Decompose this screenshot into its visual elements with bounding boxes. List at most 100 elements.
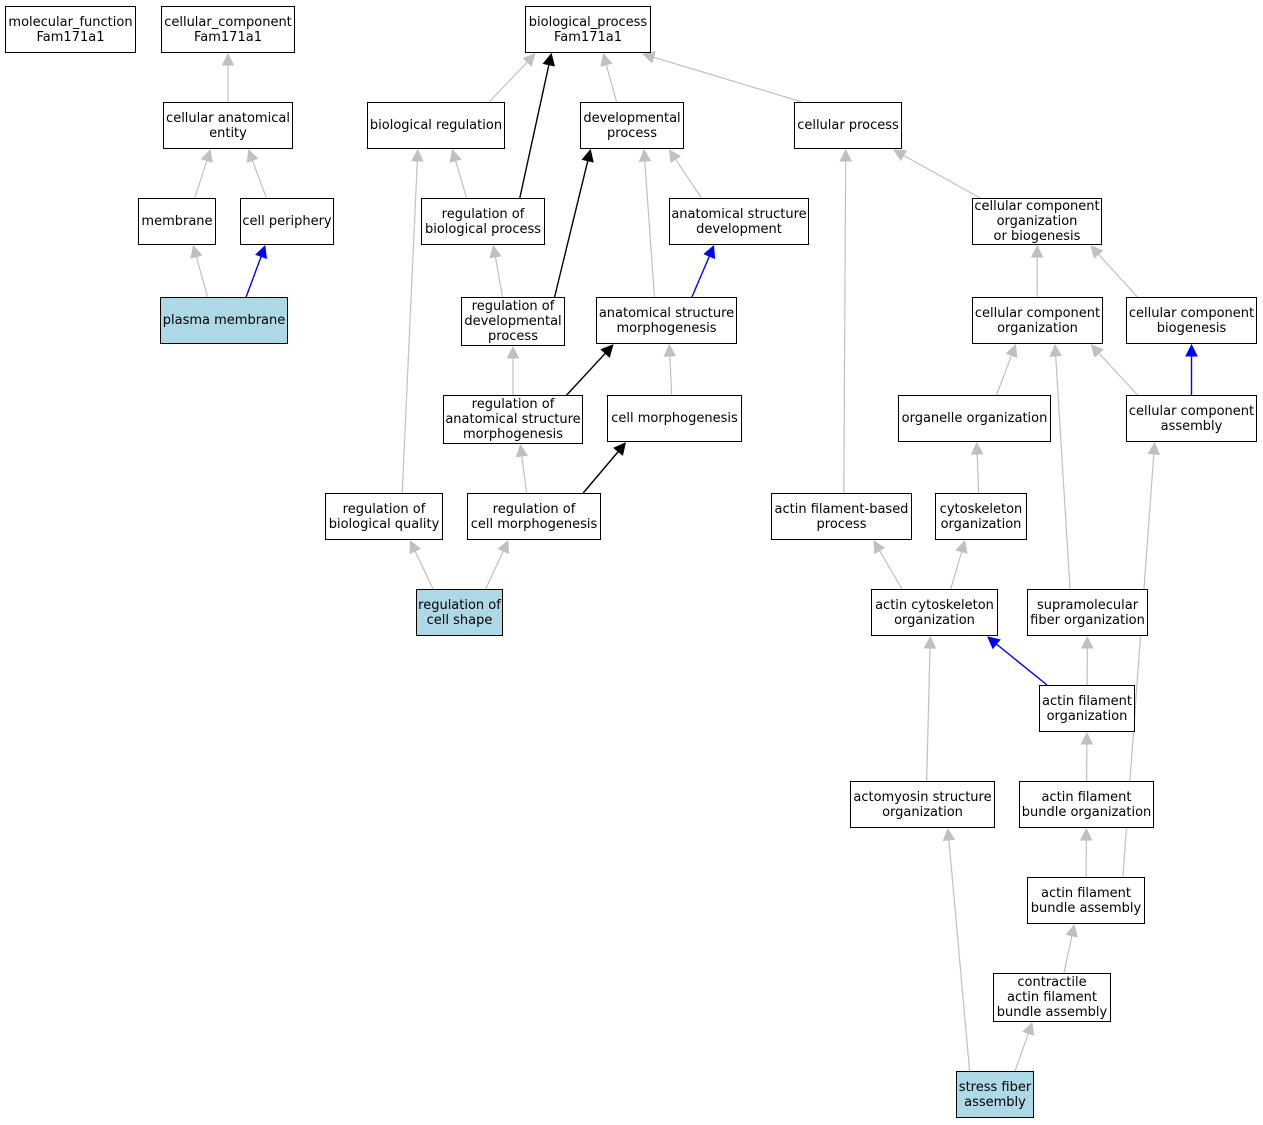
term-node-rcm[interactable]: regulation of cell morphogenesis — [467, 493, 601, 540]
edge-sfo-to-cco — [1055, 355, 1071, 590]
edge-mem-to-cae — [194, 160, 208, 199]
edge-rasm-to-asm — [566, 352, 606, 396]
arrowhead-dev-to-bp — [600, 52, 613, 67]
arrowhead-rbp-to-bp — [542, 52, 555, 67]
term-node-afo[interactable]: actin filament organization — [1039, 685, 1135, 732]
edge-rbp-to-breg — [454, 160, 468, 199]
edge-rbq-to-breg — [401, 160, 418, 494]
arrowhead-rbq-to-breg — [410, 148, 424, 162]
edge-cca-to-cco — [1098, 352, 1139, 396]
term-node-breg[interactable]: biological regulation — [367, 102, 505, 149]
arrowhead-cafba-to-afba — [1065, 923, 1078, 938]
term-node-sfo[interactable]: supramolecular fiber organization — [1027, 589, 1148, 636]
arrowhead-rdp-to-dev — [581, 148, 594, 163]
arrowhead-sfa-to-aso — [942, 827, 956, 841]
edge-aso-to-aco — [926, 647, 931, 782]
arrowhead-rcm-to-cm — [613, 442, 627, 456]
edge-rcs-to-rcm — [485, 550, 504, 590]
edge-dev-to-bp — [605, 64, 618, 103]
arrowhead-sfo-to-cco — [1049, 343, 1063, 357]
arrowhead-breg-to-bp — [522, 53, 536, 67]
term-node-oo[interactable]: organelle organization — [898, 395, 1051, 442]
arrowhead-rdp-to-rbp — [489, 244, 502, 259]
term-node-cco[interactable]: cellular component organization — [972, 297, 1103, 344]
edge-rcm-to-rasm — [521, 455, 528, 494]
term-node-sfa[interactable]: stress fiber assembly — [956, 1071, 1034, 1118]
edge-cproc-to-bp — [653, 56, 803, 103]
term-node-cper[interactable]: cell periphery — [240, 198, 334, 245]
term-node-afbp[interactable]: actin filament-based process — [771, 493, 912, 540]
arrowhead-rbp-to-breg — [449, 148, 462, 163]
edge-rbp-to-bp — [519, 64, 550, 199]
edge-aco-to-afbp — [878, 550, 903, 590]
arrowhead-sfa-to-cafba — [1022, 1021, 1035, 1036]
term-node-cc[interactable]: cellular_component Fam171a1 — [161, 6, 295, 53]
term-node-pm[interactable]: plasma membrane — [160, 297, 288, 344]
edge-sfa-to-cafba — [1014, 1033, 1029, 1072]
edge-cm-to-asm — [669, 355, 673, 396]
term-node-rasm[interactable]: regulation of anatomical structure morph… — [443, 395, 583, 444]
term-node-rbq[interactable]: regulation of biological quality — [325, 493, 443, 540]
term-node-rdp[interactable]: regulation of developmental process — [461, 297, 565, 346]
arrowhead-afbp-to-cproc — [839, 148, 853, 162]
edge-aco-to-co — [950, 551, 963, 590]
term-node-ccb[interactable]: cellular component biogenesis — [1126, 297, 1257, 344]
term-node-asd[interactable]: anatomical structure development — [669, 198, 809, 245]
arrowhead-cca-to-ccb — [1185, 343, 1198, 357]
term-node-mf[interactable]: molecular_function Fam171a1 — [5, 6, 136, 53]
arrowhead-oo-to-cco — [1005, 343, 1018, 358]
edge-cafba-to-afba — [1063, 935, 1073, 974]
arrowhead-asd-to-dev — [668, 149, 682, 164]
term-node-bp[interactable]: biological_process Fam171a1 — [525, 6, 651, 53]
edge-oo-to-cco — [995, 355, 1013, 396]
term-node-ccob[interactable]: cellular component organization or bioge… — [972, 198, 1102, 245]
term-node-mem[interactable]: membrane — [138, 198, 216, 245]
term-node-cca[interactable]: cellular component assembly — [1126, 395, 1257, 442]
arrowhead-rasm-to-rdp — [506, 345, 520, 359]
term-node-afba[interactable]: actin filament bundle assembly — [1027, 877, 1145, 924]
arrowhead-cae-to-cc — [221, 52, 235, 66]
edge-rcs-to-rbq — [414, 550, 434, 590]
term-node-rcs[interactable]: regulation of cell shape — [416, 589, 503, 636]
arrowhead-cper-to-cae — [246, 148, 259, 163]
arrowhead-cco-to-ccob — [1030, 244, 1044, 258]
arrowhead-afba-to-afbo — [1079, 827, 1093, 841]
arrowhead-aco-to-co — [955, 539, 968, 554]
edge-rdp-to-dev — [553, 160, 589, 298]
term-node-aso[interactable]: actomyosin structure organization — [850, 781, 995, 828]
edge-rcm-to-cm — [582, 451, 619, 494]
term-node-cproc[interactable]: cellular process — [794, 102, 902, 149]
arrowhead-cm-to-asm — [663, 343, 677, 357]
edge-pm-to-cper — [245, 256, 262, 298]
term-node-aco[interactable]: actin cytoskeleton organization — [871, 589, 998, 636]
edge-afo-to-aco — [995, 643, 1048, 686]
arrowhead-mem-to-cae — [200, 148, 213, 163]
edge-co-to-oo — [976, 453, 980, 494]
arrowhead-aco-to-afbp — [873, 540, 886, 555]
edge-asm-to-dev — [644, 160, 655, 298]
term-node-cm[interactable]: cell morphogenesis — [607, 395, 742, 442]
term-node-cafba[interactable]: contractile actin filament bundle assemb… — [993, 973, 1111, 1022]
edge-afbp-to-cproc — [843, 160, 847, 494]
arrowhead-ccb-to-ccob — [1090, 245, 1104, 259]
term-node-asm[interactable]: anatomical structure morphogenesis — [596, 297, 737, 344]
arrowhead-afba-to-cca — [1147, 441, 1161, 455]
arrowhead-afo-to-sfo — [1080, 635, 1094, 649]
term-node-dev[interactable]: developmental process — [580, 102, 684, 149]
arrowhead-afo-to-aco — [987, 636, 1001, 650]
arrowhead-co-to-oo — [970, 441, 984, 455]
arrowhead-pm-to-mem — [190, 244, 203, 259]
edge-cper-to-cae — [251, 160, 267, 199]
arrowhead-aso-to-aco — [923, 635, 937, 649]
term-node-co[interactable]: cytoskeleton organization — [935, 493, 1027, 540]
term-node-cae[interactable]: cellular anatomical entity — [163, 102, 293, 149]
arrowhead-asm-to-asd — [703, 244, 716, 260]
term-node-afbo[interactable]: actin filament bundle organization — [1019, 781, 1154, 828]
term-node-rbp[interactable]: regulation of biological process — [421, 198, 545, 245]
arrowhead-rcs-to-rcm — [497, 539, 509, 555]
arrowhead-cproc-to-bp — [641, 51, 656, 64]
edge-pm-to-mem — [195, 256, 209, 298]
edge-asd-to-dev — [675, 158, 702, 199]
arrowhead-cca-to-cco — [1090, 344, 1104, 358]
